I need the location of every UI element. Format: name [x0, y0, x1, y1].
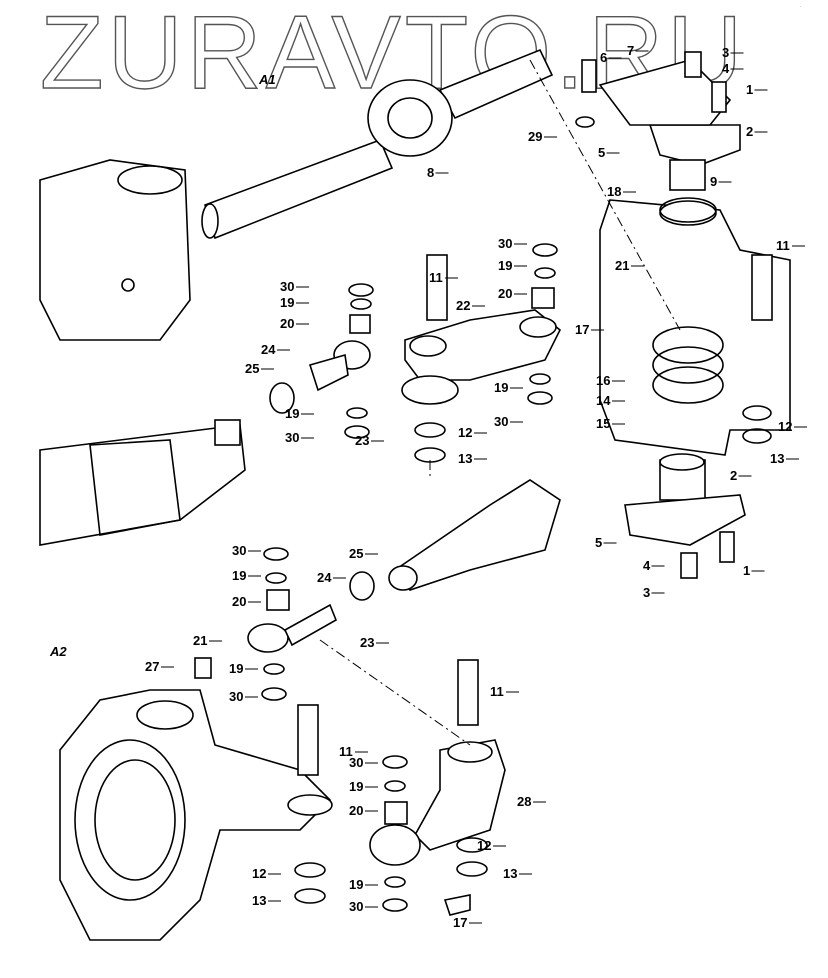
- callout-1: 1: [746, 82, 753, 97]
- callout-30: 30: [280, 279, 294, 294]
- callout-5: 5: [598, 145, 605, 160]
- callout-19: 19: [285, 406, 299, 421]
- callout-3: 3: [643, 585, 650, 600]
- callout-12: 12: [458, 425, 472, 440]
- callout-11: 11: [490, 684, 504, 699]
- group-label-a2: A2: [49, 644, 67, 659]
- callout-19: 19: [232, 568, 246, 583]
- callout-30: 30: [229, 689, 243, 704]
- king-pin-lower-2: [624, 453, 746, 546]
- callout-20: 20: [280, 316, 294, 331]
- corner-mark: ·: [800, 4, 802, 10]
- callout-30: 30: [349, 755, 363, 770]
- callout-13: 13: [252, 893, 266, 908]
- callout-15: 15: [596, 416, 610, 431]
- callout-17: 17: [453, 915, 467, 930]
- callout-3: 3: [722, 45, 729, 60]
- callout-24: 24: [261, 342, 276, 357]
- callout-6: 6: [600, 50, 607, 65]
- callout-30: 30: [285, 430, 299, 445]
- group-label-a1: A1: [258, 72, 276, 87]
- callout-28: 28: [517, 794, 531, 809]
- steering-knuckle-18: [599, 199, 791, 456]
- centerline-a2: [319, 639, 471, 746]
- callout-17: 17: [575, 322, 589, 337]
- steering-knuckle-27: [59, 689, 333, 941]
- callout-30: 30: [349, 899, 363, 914]
- callout-7: 7: [627, 43, 634, 58]
- callout-5: 5: [595, 535, 602, 550]
- callout-24: 24: [317, 570, 332, 585]
- steering-arm-28: [369, 739, 506, 866]
- callout-25: 25: [349, 546, 363, 561]
- callout-21: 21: [193, 633, 207, 648]
- callout-11: 11: [339, 744, 353, 759]
- callout-12: 12: [252, 866, 266, 881]
- callout-16: 16: [596, 373, 610, 388]
- callout-18: 18: [607, 184, 621, 199]
- pins-and-bushings-a1: [269, 51, 773, 579]
- callout-1: 1: [743, 563, 750, 578]
- callout-12: 12: [778, 419, 792, 434]
- callout-22: 22: [456, 298, 470, 313]
- callout-4: 4: [643, 558, 651, 573]
- pins-and-bushings-a2: [194, 547, 488, 916]
- callout-11: 11: [776, 238, 790, 253]
- callout-8: 8: [427, 165, 434, 180]
- callout-13: 13: [458, 451, 472, 466]
- callout-19: 19: [280, 295, 294, 310]
- callout-12: 12: [477, 838, 491, 853]
- callout-19: 19: [229, 661, 243, 676]
- callout-25: 25: [245, 361, 259, 376]
- callout-29: 29: [528, 129, 542, 144]
- axle-tube: [39, 419, 246, 546]
- callout-27: 27: [145, 659, 159, 674]
- centerline-a1: [529, 59, 681, 331]
- callout-4: 4: [722, 61, 730, 76]
- callout-19: 19: [498, 258, 512, 273]
- callout-23: 23: [360, 635, 374, 650]
- steering-arm-22: [401, 309, 562, 405]
- axle-tube-lower: [349, 479, 561, 601]
- callout-21: 21: [615, 258, 629, 273]
- callout-20: 20: [498, 286, 512, 301]
- callout-14: 14: [596, 393, 611, 408]
- callout-19: 19: [349, 779, 363, 794]
- callout-30: 30: [494, 414, 508, 429]
- callout-11: 11: [429, 270, 443, 285]
- axle-housing: [39, 159, 191, 341]
- callout-13: 13: [770, 451, 784, 466]
- callout-13: 13: [503, 866, 517, 881]
- callout-9: 9: [710, 174, 717, 189]
- callout-20: 20: [349, 803, 363, 818]
- callout-23: 23: [355, 433, 369, 448]
- axle-shaft-8: [201, 48, 554, 240]
- callout-2: 2: [746, 124, 753, 139]
- callout-19: 19: [349, 877, 363, 892]
- callout-20: 20: [232, 594, 246, 609]
- callout-19: 19: [494, 380, 508, 395]
- callout-30: 30: [232, 543, 246, 558]
- callout-30: 30: [498, 236, 512, 251]
- callout-2: 2: [730, 468, 737, 483]
